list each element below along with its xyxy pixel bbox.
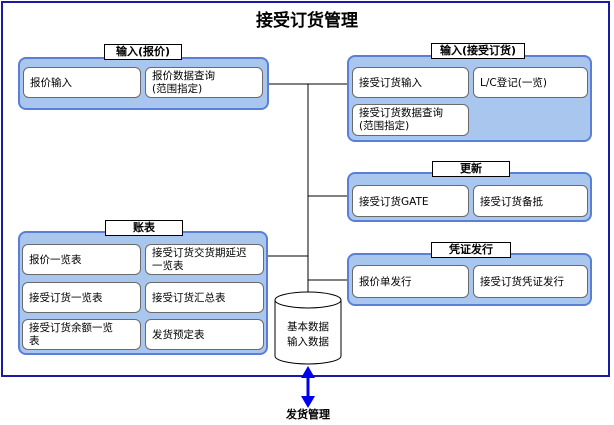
group-title-input-order: 输入(接受订货): [431, 43, 525, 59]
database-label: 基本数据 输入数据: [287, 321, 329, 348]
footer-shipping-management: 发货管理: [286, 408, 330, 421]
box-order-balance-list[interactable]: 接受订货余额一览 表: [22, 319, 141, 350]
box-quote-issue[interactable]: 报价单发行: [352, 265, 469, 298]
box-order-gate[interactable]: 接受订货GATE: [352, 185, 469, 217]
box-order-query[interactable]: 接受订货数据查询 (范围指定): [352, 104, 469, 136]
box-order-voucher-issue[interactable]: 接受订货凭证发行: [473, 265, 588, 298]
page-title: 接受订货管理: [256, 11, 358, 31]
group-title-voucher: 凭证发行: [431, 242, 511, 258]
box-lc-register[interactable]: L/C登记(一览): [473, 67, 588, 98]
double-arrow-icon: [301, 366, 315, 408]
box-order-summary[interactable]: 接受订货汇总表: [145, 282, 264, 313]
box-shipping-schedule[interactable]: 发货预定表: [145, 319, 264, 350]
box-delivery-delay-list[interactable]: 接受订货交货期延迟 一览表: [145, 244, 264, 275]
group-title-input-quote: 输入(报价): [104, 44, 182, 60]
group-title-reports: 账表: [105, 220, 183, 236]
group-title-update: 更新: [432, 161, 510, 177]
box-quote-input[interactable]: 报价输入: [23, 67, 141, 98]
box-order-offset[interactable]: 接受订货备抵: [473, 185, 588, 217]
box-order-list[interactable]: 接受订货一览表: [22, 282, 141, 313]
database-icon: [274, 291, 342, 365]
box-order-input[interactable]: 接受订货输入: [352, 67, 469, 98]
box-quote-list[interactable]: 报价一览表: [22, 244, 141, 275]
box-quote-query[interactable]: 报价数据查询 (范围指定): [145, 67, 263, 98]
